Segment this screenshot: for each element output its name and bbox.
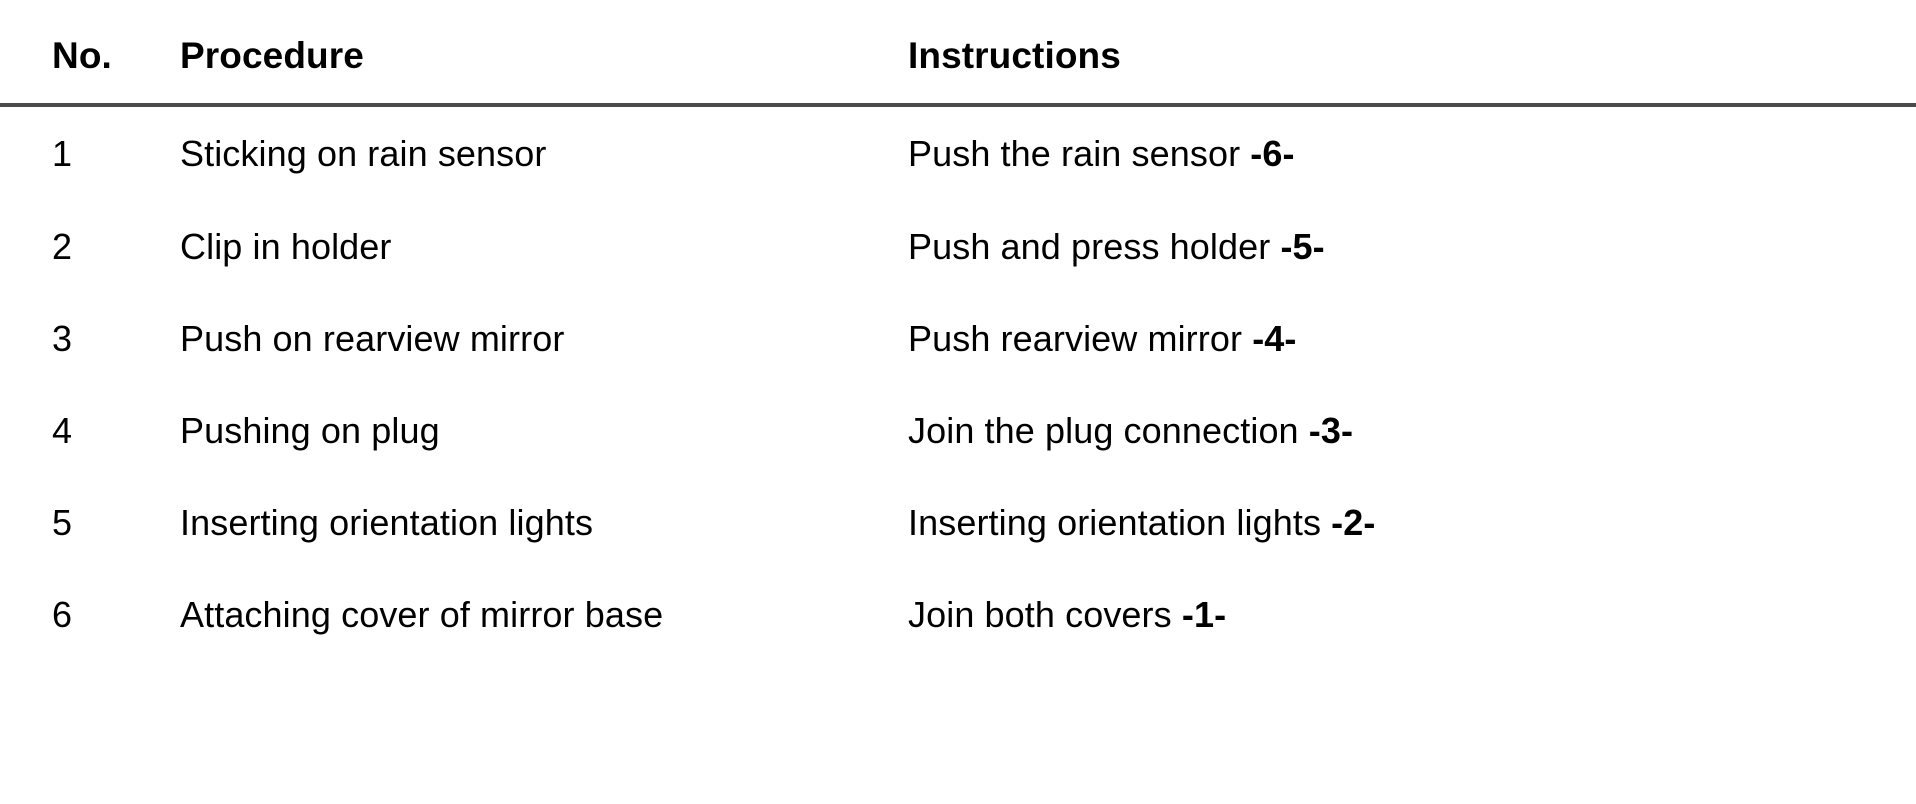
row-number: 5 <box>52 502 73 543</box>
table-row: 6 Attaching cover of mirror base Join bo… <box>0 569 1916 661</box>
table-body: 1 Sticking on rain sensor Push the rain … <box>0 105 1916 781</box>
instruction-text: Inserting orientation lights <box>908 502 1322 543</box>
row-instruction: Join the plug connection -3- <box>888 385 1916 477</box>
row-number: 4 <box>52 410 73 451</box>
table-header-row: No. Procedure Instructions <box>0 0 1916 107</box>
row-procedure: Inserting orientation lights <box>180 502 594 543</box>
row-number: 3 <box>52 318 73 359</box>
row-number: 1 <box>52 133 73 174</box>
row-procedure: Pushing on plug <box>180 410 440 451</box>
table-bottom-spacer <box>0 661 1916 781</box>
column-header-procedure: Procedure <box>140 0 888 107</box>
instruction-reference: -2- <box>1331 502 1376 543</box>
instruction-text: Join both covers <box>908 594 1172 635</box>
table-row: 3 Push on rearview mirror Push rearview … <box>0 293 1916 385</box>
table-row: 4 Pushing on plug Join the plug connecti… <box>0 385 1916 477</box>
table-row: 5 Inserting orientation lights Inserting… <box>0 477 1916 569</box>
row-instruction: Join both covers -1- <box>888 569 1916 661</box>
instruction-text: Push rearview mirror <box>908 318 1243 359</box>
table-row: 1 Sticking on rain sensor Push the rain … <box>0 105 1916 201</box>
row-procedure: Clip in holder <box>180 226 392 267</box>
row-number: 2 <box>52 226 73 267</box>
row-instruction: Push the rain sensor -6- <box>888 105 1916 201</box>
row-instruction: Push and press holder -5- <box>888 201 1916 293</box>
row-procedure: Sticking on rain sensor <box>180 133 547 174</box>
column-header-instructions: Instructions <box>888 0 1916 107</box>
row-procedure: Attaching cover of mirror base <box>180 594 664 635</box>
table-row: 2 Clip in holder Push and press holder -… <box>0 201 1916 293</box>
instruction-reference: -1- <box>1181 594 1227 635</box>
instruction-reference: -3- <box>1308 410 1354 451</box>
instruction-text: Join the plug connection <box>908 410 1299 451</box>
table-header: No. Procedure Instructions <box>0 0 1916 107</box>
row-instruction: Push rearview mirror -4- <box>888 293 1916 385</box>
instruction-text: Push and press holder <box>908 226 1271 267</box>
procedure-table: No. Procedure Instructions 1 Sticking on… <box>0 0 1916 781</box>
column-header-no: No. <box>0 0 140 107</box>
instruction-reference: -5- <box>1280 226 1325 267</box>
instruction-text: Push the rain sensor <box>908 133 1241 174</box>
instruction-reference: -4- <box>1252 318 1297 359</box>
row-number: 6 <box>52 594 73 635</box>
row-procedure: Push on rearview mirror <box>180 318 565 359</box>
row-instruction: Inserting orientation lights -2- <box>888 477 1916 569</box>
instruction-reference: -6- <box>1250 133 1295 174</box>
